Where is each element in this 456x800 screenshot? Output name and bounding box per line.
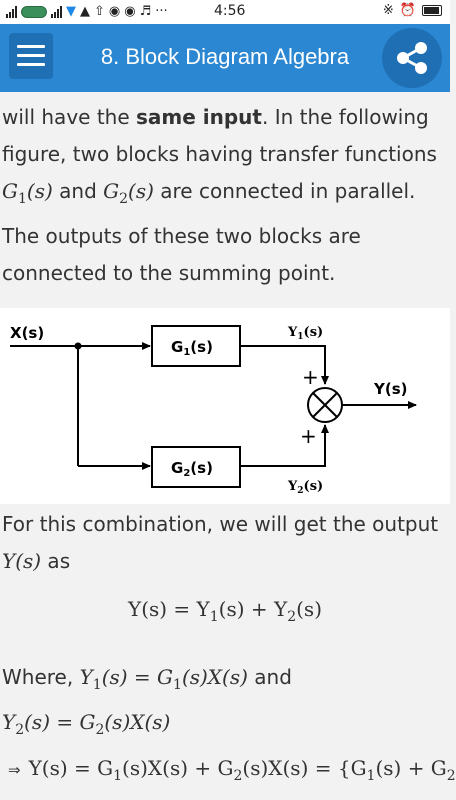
emphasis-same-input: same input [136, 105, 262, 129]
y2-label: Y2(s) [287, 479, 323, 496]
app-notification-icon-2: ◉ [124, 4, 136, 19]
plus-sign-top: + [302, 365, 319, 389]
paragraph-where: Where, Y1(s) = G1(s)X(s) and Y2(s) = G2(… [0, 659, 450, 749]
para3-line2: Y2(s) = G2(s)X(s) [2, 710, 171, 738]
content-area[interactable]: will have the same input. In the followi… [0, 92, 456, 800]
hamburger-menu-icon-line [17, 54, 45, 57]
output-label: Y(s) [373, 380, 408, 398]
plus-sign-bottom: + [300, 424, 317, 448]
menu-button[interactable] [9, 33, 53, 79]
paragraph-combination: For this combination, we will get the ou… [0, 506, 450, 580]
block-g1-label: G1(s) [171, 338, 213, 358]
para3-line1: Where, Y1(s) = G1(s)X(s) and [2, 665, 292, 693]
carrier-logo-icon [21, 5, 47, 18]
status-icons-left: ▼ ▲ ⇧ ◉ ◉ ♬ ··· [6, 4, 168, 19]
upload-icon: ⇧ [94, 4, 105, 19]
y1-signal-line [240, 345, 329, 385]
para2-line2: Y(s) as [2, 549, 71, 573]
paragraph-parallel-intro: will have the same input. In the followi… [0, 99, 450, 292]
alarm-icon: ⏰ [399, 3, 416, 18]
signal-icon-2 [51, 5, 62, 18]
parallel-blocks-diagram: X(s) G1(s) G2(s) Y1(s) Y2(s) + + Y(s) [10, 324, 417, 496]
block-g2-label: G2(s) [171, 459, 213, 479]
share-button[interactable] [382, 28, 442, 88]
hamburger-menu-icon-line [17, 63, 45, 66]
signal-icon [6, 5, 17, 18]
more-notifications-icon: ··· [155, 4, 168, 19]
para1-line3: G1(s) and G2(s) are connected in paralle… [2, 179, 416, 207]
y2-signal-line [240, 424, 329, 467]
share-icon [397, 42, 427, 74]
block-g1 [151, 325, 241, 367]
para1-line2: figure, two blocks having transfer funct… [2, 142, 437, 166]
implies-arrow-icon: ⇒ [8, 761, 21, 779]
app-notification-icon: ◉ [108, 4, 121, 19]
volume-icon: ♬ [139, 4, 152, 19]
para1-line5: connected to the summing point. [2, 261, 336, 285]
status-time: 4:56 [214, 3, 246, 19]
para2-line1: For this combination, we will get the ou… [2, 512, 439, 536]
wifi-icon: ▼ [66, 4, 76, 19]
app-bar: 8. Block Diagram Algebra [0, 24, 450, 92]
input-label: X(s) [10, 324, 44, 342]
block-diagram: X(s) G1(s) G2(s) Y1(s) Y2(s) + + Y(s) [0, 308, 450, 504]
para1-line4: The outputs of these two blocks are [2, 224, 361, 248]
bluetooth-icon: ※ [382, 3, 394, 18]
battery-icon [422, 5, 442, 16]
status-icons-right: ※ ⏰ [383, 3, 442, 18]
download-icon: ▲ [80, 4, 90, 19]
equation-sum-outputs: Y(s) = Y1(s) + Y2(s) [127, 597, 322, 625]
hamburger-menu-icon [17, 45, 45, 48]
status-bar: ▼ ▲ ⇧ ◉ ◉ ♬ ··· 4:56 ※ ⏰ [0, 0, 450, 24]
page-title: 8. Block Diagram Algebra [100, 44, 350, 69]
equation-overall-transfer: ⇒Y(s) = G1(s)X(s) + G2(s)X(s) = {G1(s) +… [8, 756, 456, 784]
y1-label: Y1(s) [287, 325, 323, 342]
para1-line1: will have the same input. In the followi… [2, 105, 429, 129]
